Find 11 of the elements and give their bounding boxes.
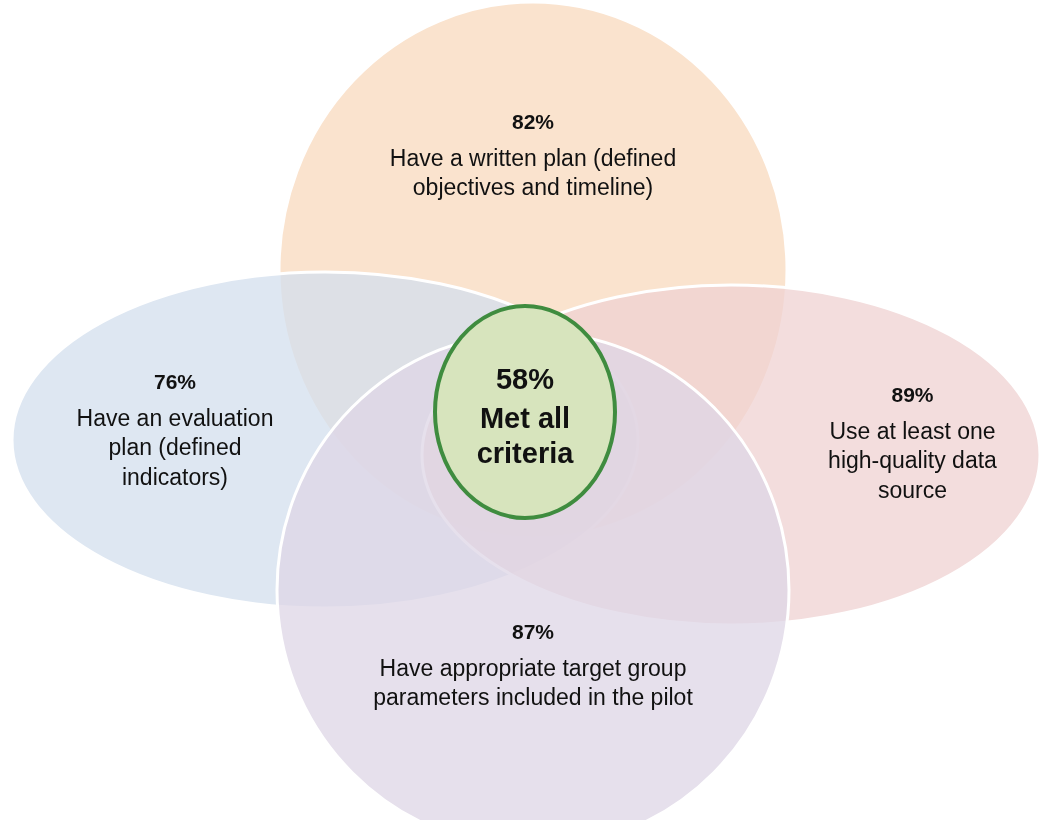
percentage-label: 76% — [154, 370, 196, 394]
percentage-label: 82% — [512, 110, 554, 134]
percentage-label: 87% — [512, 620, 554, 644]
percentage-label: 89% — [891, 383, 934, 407]
center-ellipse — [433, 304, 617, 520]
criterion-label: Use at least one high-quality data source — [827, 417, 998, 505]
criterion-label: Have a written plan (defined objectives and timeline) — [388, 144, 678, 203]
percentage-label: 58% — [495, 362, 554, 397]
criterion-label: Met all criteria — [475, 400, 575, 471]
criterion-label: Have appropriate target group parameters included in the pilot — [372, 654, 694, 713]
criterion-label: Have an evaluation plan (defined indicators) — [75, 404, 275, 492]
